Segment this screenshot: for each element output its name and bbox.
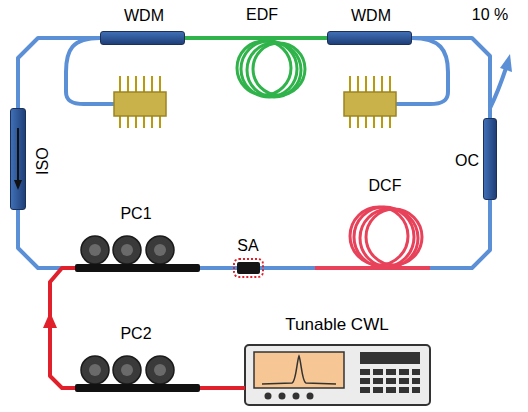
wdm-coupler: WDM xyxy=(100,31,185,45)
fiber-segment xyxy=(185,36,270,40)
component-label: Tunable CWL xyxy=(285,315,388,335)
polarization-controller: PC2 xyxy=(75,384,200,392)
output-arrowhead xyxy=(500,54,512,72)
component-label: DCF xyxy=(369,177,402,195)
fiber-connector xyxy=(200,268,237,269)
polarization-controller: PC1 xyxy=(75,264,200,272)
pc-paddles xyxy=(81,236,174,264)
isolator-arrow xyxy=(10,108,26,210)
component-label: ISO xyxy=(34,147,52,175)
fiber-segment xyxy=(260,266,315,270)
fiber-connector xyxy=(50,268,75,388)
dcf-coil xyxy=(350,207,422,267)
component-label: OC xyxy=(455,152,479,170)
component-label: PC1 xyxy=(120,205,151,223)
output-fiber xyxy=(490,68,506,108)
fiber-connector xyxy=(412,38,490,118)
fiber-connector xyxy=(18,38,100,108)
fiber-connector xyxy=(270,38,327,39)
fiber-connector xyxy=(385,200,490,268)
tunable-laser: Tunable CWL xyxy=(245,345,430,405)
wdm-coupler: WDM xyxy=(327,31,412,45)
component-label: WDM xyxy=(124,7,164,25)
pc-paddles xyxy=(81,356,174,384)
fiber-segment xyxy=(50,268,75,388)
fiber-segment xyxy=(18,38,100,108)
isolator: ISO xyxy=(10,108,26,210)
pump-diode xyxy=(114,76,166,128)
fiber-connector xyxy=(260,268,385,269)
component-label: WDM xyxy=(351,7,391,25)
component-label: PC2 xyxy=(120,325,151,343)
saturable-absorber: SA xyxy=(237,262,260,274)
fiber-connector xyxy=(185,38,270,39)
fiber-segment xyxy=(315,266,385,270)
fiber-segment xyxy=(270,36,327,40)
edf-fiber: EDF xyxy=(238,38,302,98)
isolator-arrow xyxy=(14,180,22,190)
fiber-connector xyxy=(200,388,245,389)
fiber-segment xyxy=(200,386,245,390)
fiber-segment xyxy=(200,266,237,270)
component-label: SA xyxy=(237,237,258,255)
isolator-arrow xyxy=(17,128,19,182)
output-ratio: 10 % xyxy=(472,6,508,24)
fiber-segment xyxy=(430,200,490,268)
fiber-segment xyxy=(18,210,75,268)
pump-fiber xyxy=(66,38,115,104)
laser-instrument xyxy=(245,345,430,405)
output-coupler: OC xyxy=(483,118,497,200)
component-label: EDF xyxy=(246,6,278,24)
pump-fiber xyxy=(395,38,448,104)
edf-coil xyxy=(237,41,305,97)
dcf-fiber: DCF xyxy=(353,204,417,268)
fiber-segment xyxy=(385,266,430,270)
fiber-segment xyxy=(412,38,490,118)
pump-diode xyxy=(344,76,396,128)
fiber-connector xyxy=(18,210,75,268)
